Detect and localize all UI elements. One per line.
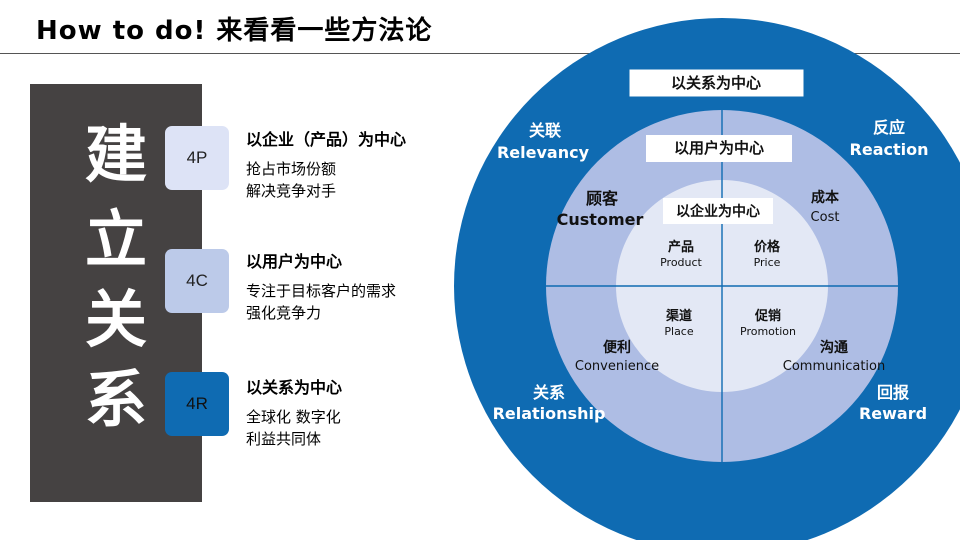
inner-q4-en: Promotion [740,325,796,338]
tag-4p: 4P [165,126,229,190]
page-title: How to do! 来看看一些方法论 [36,16,433,46]
item-4c-line-2: 强化竞争力 [246,304,322,322]
middle-q2-zh: 成本 [811,189,840,206]
middle-q1-en: Customer [557,210,644,229]
item-4r-line-2: 利益共同体 [246,430,322,448]
outer-q1-zh: 关联 [529,121,561,140]
outer-center-box [628,68,805,98]
outer-q3-en: Relationship [493,404,606,423]
middle-center-box [646,135,792,162]
outer-q2-en: Reaction [850,140,929,159]
middle-center-label: 以用户为中心 [674,139,764,157]
inner-center-label: 以企业为中心 [676,203,760,220]
item-4p-line-1: 抢占市场份额 [246,160,337,178]
outer-q1-en: Relevancy [497,143,590,162]
item-4r-heading: 以关系为中心 [246,378,343,397]
inner-q1-zh: 产品 [668,239,694,255]
side-char-2: 立 [84,203,147,276]
item-4r-line-1: 全球化 数字化 [246,408,341,426]
middle-q4-en: Communication [783,359,885,374]
side-char-4: 系 [84,363,147,436]
side-char-3: 关 [84,283,147,356]
outer-center-label: 以关系为中心 [671,74,761,92]
inner-q1-en: Product [660,256,702,269]
middle-q1-zh: 顾客 [586,189,619,208]
inner-q2-zh: 价格 [754,239,781,255]
middle-q2-en: Cost [811,210,840,225]
inner-q4-zh: 促销 [754,308,781,324]
tag-4r: 4R [165,372,229,436]
outer-q2-zh: 反应 [873,118,905,137]
title-divider [0,53,960,54]
inner-q3-en: Place [664,325,693,338]
item-4p-line-2: 解决竞争对手 [246,182,337,200]
item-4p-heading: 以企业（产品）为中心 [246,130,407,149]
inner-q2-en: Price [754,256,781,269]
inner-q3-zh: 渠道 [665,308,692,324]
outer-q4-zh: 回报 [877,383,909,402]
tag-4c: 4C [165,249,229,313]
side-char-1: 建 [84,118,147,191]
middle-q3-zh: 便利 [603,339,631,356]
item-4c-heading: 以用户为中心 [246,252,343,271]
middle-q3-en: Convenience [575,359,659,374]
outer-q3-zh: 关系 [533,383,565,402]
outer-q4-en: Reward [859,404,927,423]
inner-center-box [663,198,773,224]
item-4c-line-1: 专注于目标客户的需求 [246,282,397,300]
middle-q4-zh: 沟通 [820,339,848,356]
